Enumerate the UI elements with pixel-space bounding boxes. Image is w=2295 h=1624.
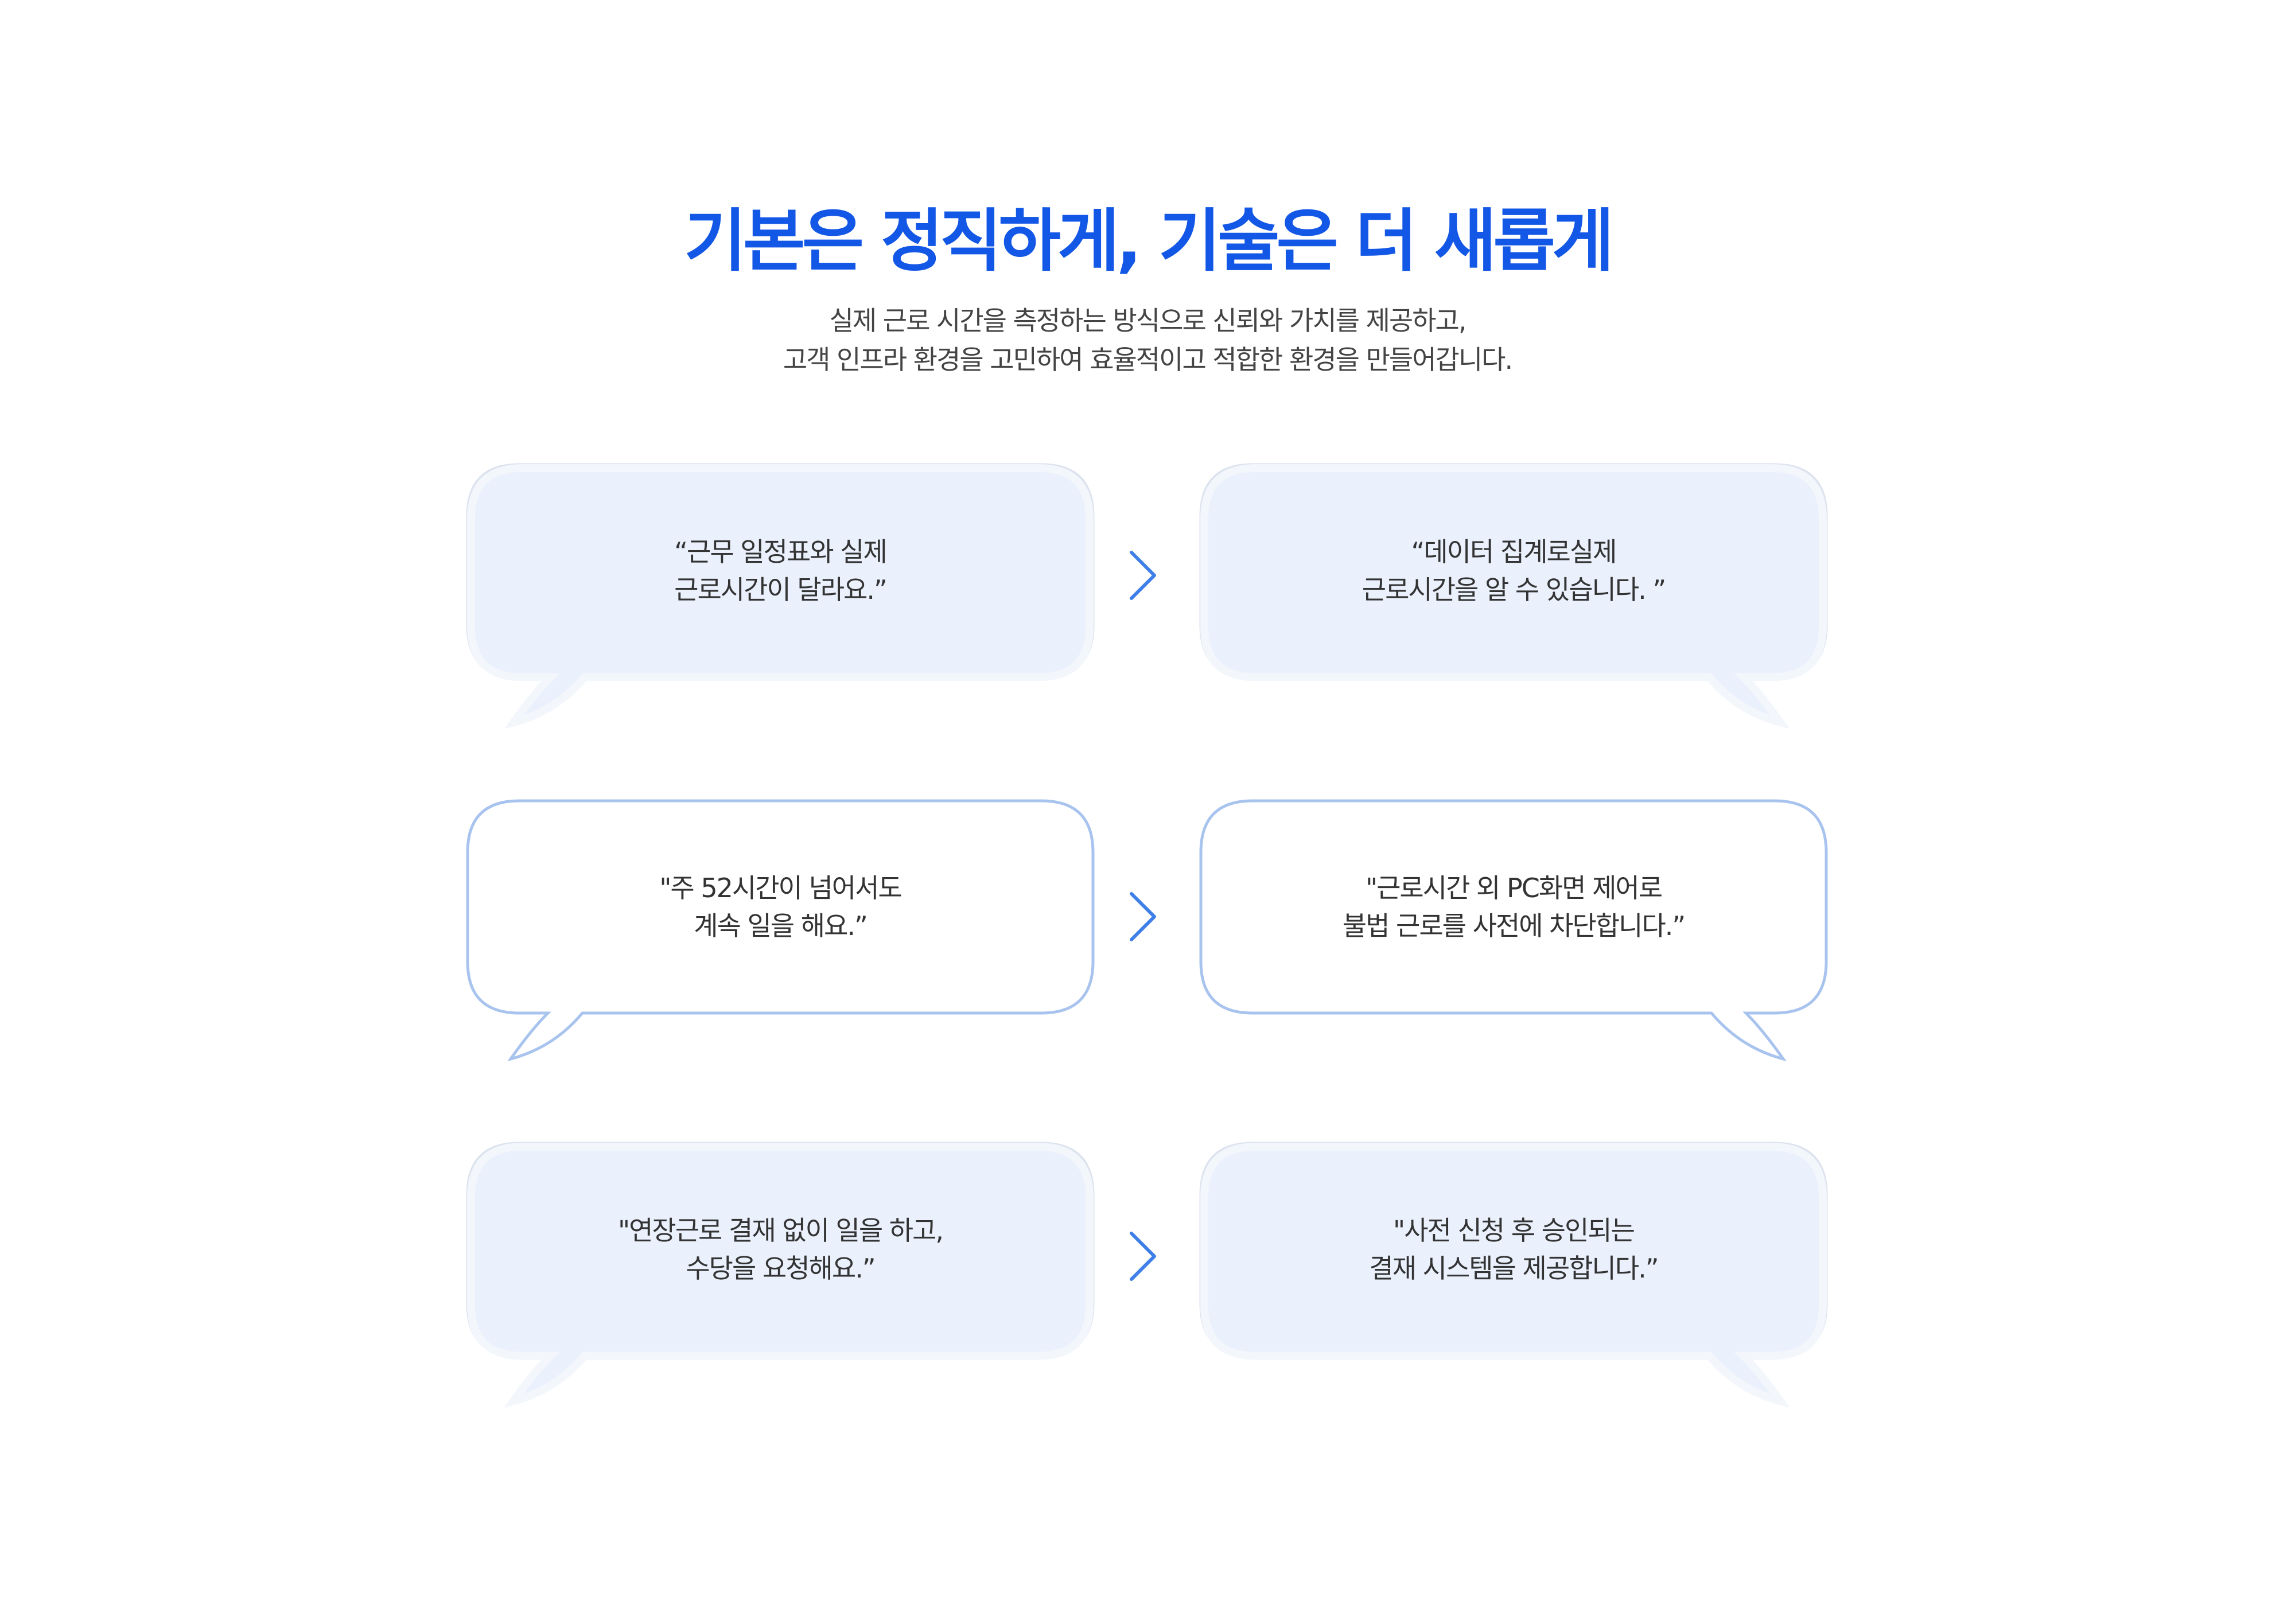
speech-bubble-fill xyxy=(1200,464,1827,729)
subtitle-line-2: 고객 인프라 환경을 고민하여 효율적이고 적합한 환경을 만들어갑니다. xyxy=(783,344,1513,375)
problem-bubble-1: “근무 일정표와 실제 근로시간이 달라요.” xyxy=(466,463,1095,729)
speech-bubble-outline xyxy=(1199,1142,1828,1408)
problem-text-3-line-2: 수당을 요청해요.” xyxy=(686,1253,876,1284)
speech-bubble-outline xyxy=(1199,799,1828,1062)
speech-bubble-stroke xyxy=(1199,799,1828,1062)
solution-text-2-line-2: 불법 근로를 사전에 차단합니다.” xyxy=(1342,910,1686,941)
page-title: 기본은 정직하게, 기술은 더 새롭게 xyxy=(684,201,1615,281)
speech-bubble-outline xyxy=(466,799,1095,1062)
subtitle-line-1: 실제 근로 시간을 측정하는 방식으로 신뢰와 가치를 제공하고, xyxy=(829,305,1467,336)
solution-text-3-line-1: "사전 신청 후 승인되는 xyxy=(1393,1215,1635,1246)
chevron-right-icon xyxy=(1126,1228,1160,1285)
chevron-right-icon xyxy=(1126,547,1160,604)
page-subtitle: 실제 근로 시간을 측정하는 방식으로 신뢰와 가치를 제공하고, 고객 인프라… xyxy=(0,301,2295,379)
speech-bubble-outline xyxy=(1199,463,1828,729)
problem-text-2: "주 52시간이 넘어서도 계속 일을 해요.” xyxy=(468,801,1093,1013)
solution-bubble-3: "사전 신청 후 승인되는 결재 시스템을 제공합니다.” xyxy=(1199,1142,1828,1408)
solution-text-1-line-2: 근로시간을 알 수 있습니다. ” xyxy=(1362,574,1666,605)
problem-text-2-line-1: "주 52시간이 넘어서도 xyxy=(659,873,902,903)
problem-bubble-3: "연장근로 결재 없이 일을 하고, 수당을 요청해요.” xyxy=(466,1142,1095,1408)
problem-text-1: “근무 일정표와 실제 근로시간이 달라요.” xyxy=(468,465,1093,677)
solution-text-3: "사전 신청 후 승인되는 결재 시스템을 제공합니다.” xyxy=(1201,1143,1826,1356)
solution-text-1-line-1: “데이터 집계로실제 xyxy=(1411,536,1617,567)
problem-text-1-line-2: 근로시간이 달라요.” xyxy=(674,574,888,605)
solution-text-2-line-1: "근로시간 외 PC화면 제어로 xyxy=(1365,873,1663,903)
chevron-right-icon xyxy=(1126,888,1160,945)
speech-bubble-fill xyxy=(467,464,1094,729)
problem-text-3-line-1: "연장근로 결재 없이 일을 하고, xyxy=(617,1215,944,1246)
problem-bubble-2: "주 52시간이 넘어서도 계속 일을 해요.” xyxy=(466,799,1095,1062)
speech-bubble-stroke xyxy=(466,799,1095,1062)
problem-text-1-line-1: “근무 일정표와 실제 xyxy=(674,536,888,567)
speech-bubble-outline xyxy=(466,1142,1095,1408)
speech-bubble-fill xyxy=(467,1143,1094,1408)
solution-text-3-line-2: 결재 시스템을 제공합니다.” xyxy=(1369,1253,1659,1284)
speech-bubble-fill xyxy=(1200,1143,1827,1408)
problem-text-2-line-2: 계속 일을 해요.” xyxy=(694,910,868,941)
problem-text-3: "연장근로 결재 없이 일을 하고, 수당을 요청해요.” xyxy=(468,1143,1093,1356)
solution-text-1: “데이터 집계로실제 근로시간을 알 수 있습니다. ” xyxy=(1201,465,1826,677)
speech-bubble-outline xyxy=(466,463,1095,729)
solution-bubble-1: “데이터 집계로실제 근로시간을 알 수 있습니다. ” xyxy=(1199,463,1828,729)
solution-text-2: "근로시간 외 PC화면 제어로 불법 근로를 사전에 차단합니다.” xyxy=(1201,801,1826,1013)
solution-bubble-2: "근로시간 외 PC화면 제어로 불법 근로를 사전에 차단합니다.” xyxy=(1199,799,1828,1062)
